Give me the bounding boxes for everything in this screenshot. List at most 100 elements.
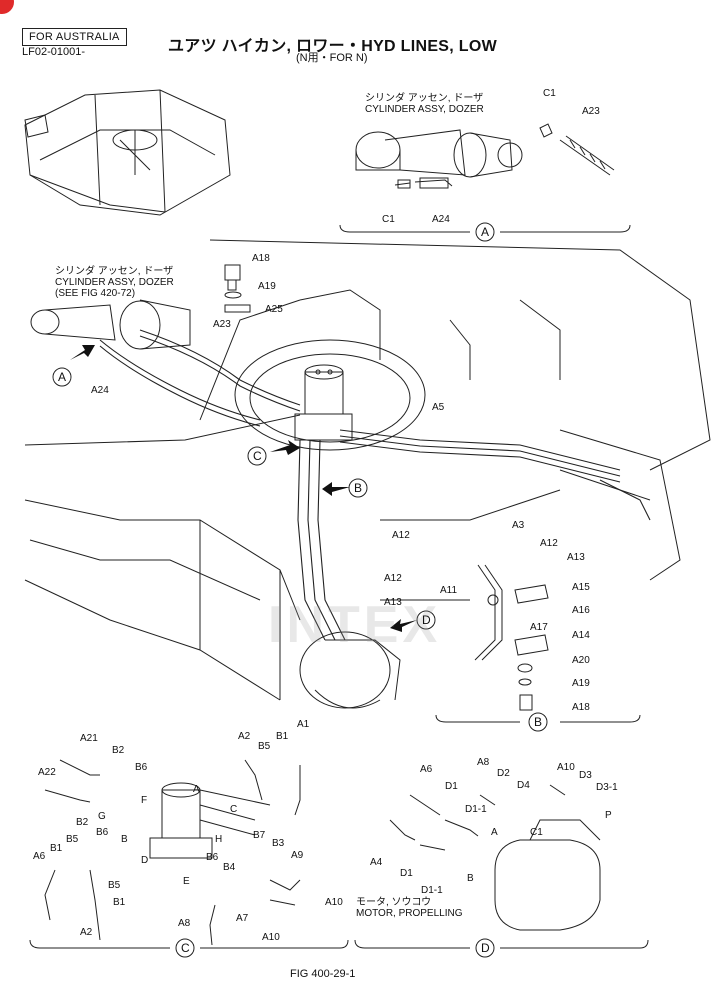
page-title: ユアツ ハイカン, ロワー・HYD LINES, LOW [168, 38, 497, 55]
part-label: A6 [420, 764, 433, 775]
main-cylinder-en: CYLINDER ASSY, DOZER [55, 277, 174, 288]
view-tag: G [98, 811, 106, 822]
view-tag: C [230, 804, 238, 815]
callout-a-main: A [58, 370, 67, 384]
part-label: A19 [258, 281, 276, 292]
part-label: A21 [80, 733, 98, 744]
part-label: A14 [572, 630, 590, 641]
main-chassis [24, 239, 711, 701]
part-label: A19 [572, 678, 590, 689]
part-label: B6 [206, 852, 219, 863]
callout-b-detail: B [534, 715, 543, 729]
part-label: B6 [135, 762, 148, 773]
part-label: A12 [392, 530, 410, 541]
part-label: A2 [238, 731, 251, 742]
part-label: D2 [497, 768, 510, 779]
detail-c-swivel [29, 759, 349, 949]
part-label: B6 [96, 827, 109, 838]
part-label: A23 [582, 106, 600, 117]
part-label: B3 [272, 838, 285, 849]
view-tag: C1 [530, 827, 543, 838]
view-tag: F [141, 795, 148, 806]
part-label: A11 [440, 585, 458, 596]
part-label: B2 [76, 817, 89, 828]
detail-a-cylinder [339, 123, 631, 233]
part-label: A9 [291, 850, 304, 861]
detail-d-motor [354, 784, 649, 949]
callout-a-detail: A [481, 225, 490, 239]
part-label: D3-1 [596, 782, 618, 793]
overview-machine [24, 89, 231, 216]
part-label: A12 [540, 538, 558, 549]
part-label: A8 [477, 757, 490, 768]
part-label: A13 [567, 552, 585, 563]
part-label: A7 [236, 913, 249, 924]
part-label: A6 [33, 851, 46, 862]
serial-number: LF02-01001- [22, 46, 85, 58]
part-label: B1 [276, 731, 289, 742]
part-label: A24 [91, 385, 109, 396]
hose-bundle [99, 329, 651, 641]
part-label: A25 [265, 304, 283, 315]
part-label: A8 [178, 918, 191, 929]
detail-b-clamps [435, 564, 641, 723]
main-cylinder-ref: (SEE FIG 420-72) [55, 288, 136, 299]
part-label: A12 [384, 573, 402, 584]
part-label: A17 [530, 622, 548, 633]
view-tag: H [215, 834, 223, 845]
part-label: B5 [66, 834, 79, 845]
callout-c-main: C [253, 449, 262, 463]
part-label: A18 [252, 253, 270, 264]
dozer-cylinder [30, 299, 191, 350]
view-tag: D [141, 855, 149, 866]
part-label: A5 [432, 402, 445, 413]
part-label: A1 [297, 719, 310, 730]
part-label: B5 [108, 880, 121, 891]
part-label: B2 [112, 745, 125, 756]
main-cylinder-jp: シリンダ アッセン, ドーザ [55, 266, 174, 277]
part-label: D1 [400, 868, 413, 879]
part-label: A20 [572, 655, 590, 666]
view-tag: E [183, 876, 190, 887]
part-label: D4 [517, 780, 530, 791]
motor-caption-en: MOTOR, PROPELLING [356, 908, 463, 919]
detail-a-cylinder-en: CYLINDER ASSY, DOZER [365, 104, 484, 115]
callout-b-main: B [354, 481, 363, 495]
view-tag: A [491, 827, 498, 838]
detail-a-cylinder-jp: シリンダ アッセン, ドーザ [365, 93, 484, 104]
part-label: C1 [382, 214, 395, 225]
part-label: A2 [80, 927, 93, 938]
part-label: A16 [572, 605, 590, 616]
callout-circles [52, 222, 548, 958]
view-tag: B [467, 873, 474, 884]
part-label: A24 [432, 214, 450, 225]
part-label: B1 [50, 843, 63, 854]
part-label: D1-1 [465, 804, 487, 815]
part-label: A18 [572, 702, 590, 713]
part-label: A4 [370, 857, 383, 868]
view-tag: P [605, 810, 612, 821]
part-label: A3 [512, 520, 525, 531]
part-label: B5 [258, 741, 271, 752]
region-tag: FOR AUSTRALIA [22, 28, 127, 46]
part-label: A22 [38, 767, 56, 778]
callout-d-detail: D [481, 941, 490, 955]
part-label: A15 [572, 582, 590, 593]
part-label: A10 [557, 762, 575, 773]
figure-reference: FIG 400-29-1 [290, 968, 356, 980]
view-tag: A [193, 784, 200, 795]
part-label: D1-1 [421, 885, 443, 896]
part-label: D3 [579, 770, 592, 781]
view-tag: B [121, 834, 128, 845]
part-label: A10 [262, 932, 280, 943]
part-label: B4 [223, 862, 236, 873]
callout-c-detail: C [181, 941, 190, 955]
page-subtitle: (N用・FOR N) [296, 52, 368, 64]
callout-d-main: D [422, 613, 431, 627]
part-label: A23 [213, 319, 231, 330]
motor-caption-jp: モータ, ソウコウ [356, 897, 432, 908]
part-label: A13 [384, 597, 402, 608]
part-label: A10 [325, 897, 343, 908]
callout-arrows [70, 345, 417, 632]
